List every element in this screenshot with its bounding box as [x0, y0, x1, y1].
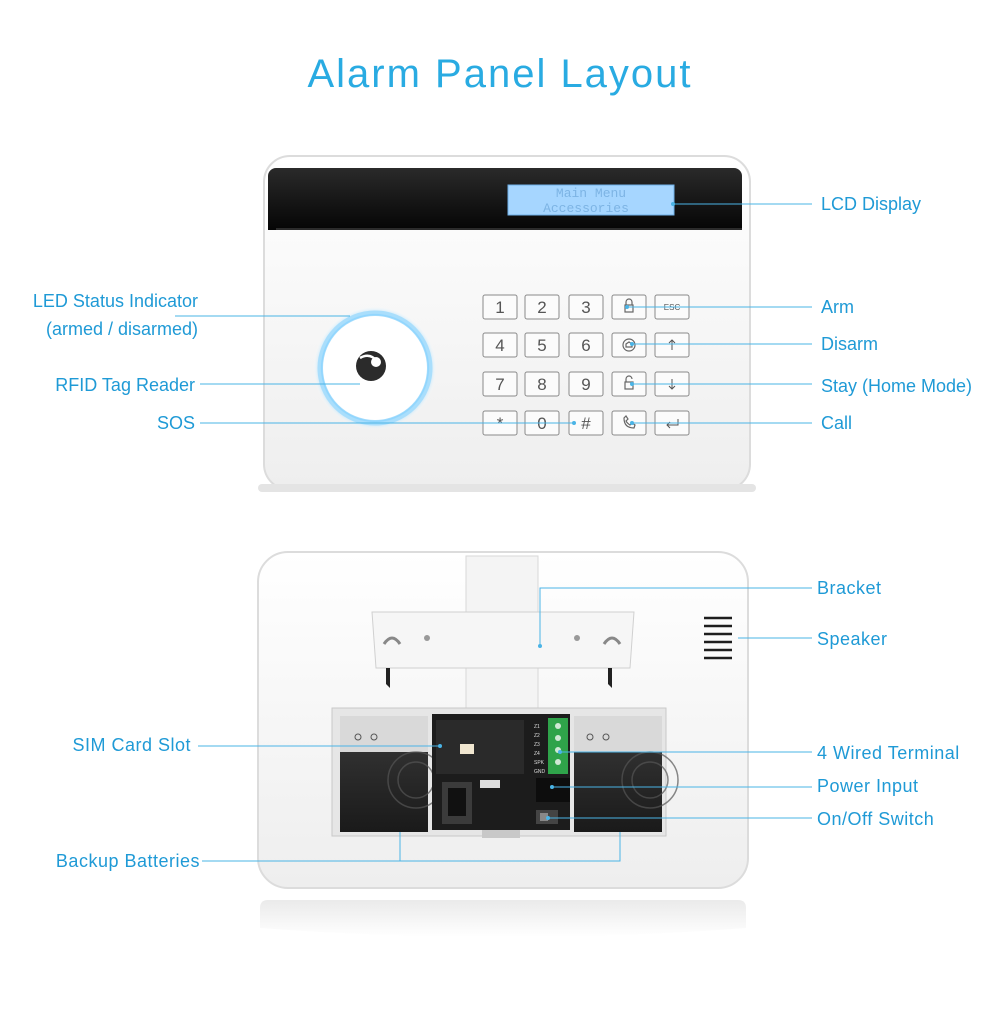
label-arm: Arm — [821, 297, 854, 317]
key-up-arrow[interactable] — [654, 332, 690, 358]
label-led-status-line2: (armed / disarmed) — [45, 319, 198, 339]
svg-text:4: 4 — [495, 336, 504, 355]
lcd-line-2: Accessories — [543, 201, 629, 216]
label-sim-slot: SIM Card Slot — [72, 735, 191, 755]
page-title: Alarm Panel Layout — [307, 52, 693, 96]
arrow-up-icon — [668, 339, 676, 350]
terminal-pin-label: Z3 — [534, 742, 540, 748]
terminal-pin-label: Z1 — [534, 724, 540, 730]
svg-text:9: 9 — [581, 375, 590, 394]
label-sos: SOS — [156, 413, 195, 433]
label-disarm: Disarm — [821, 334, 878, 354]
label-call: Call — [821, 413, 853, 433]
key-9[interactable]: 9 — [568, 371, 604, 397]
key-5[interactable]: 5 — [524, 332, 560, 358]
lock-icon — [624, 298, 634, 313]
back-panel — [257, 551, 749, 937]
label-lcd-display: LCD Display — [821, 194, 922, 214]
label-wired-terminal: 4 Wired Terminal — [817, 743, 960, 763]
svg-text:3: 3 — [581, 298, 590, 317]
label-backup-batteries: Backup Batteries — [55, 851, 200, 871]
back-leader-dots — [438, 644, 562, 820]
svg-text:8: 8 — [537, 375, 546, 394]
terminal-block — [548, 718, 568, 774]
svg-text:7: 7 — [495, 375, 504, 394]
front-leader-dots — [572, 202, 675, 425]
label-rfid-reader: RFID Tag Reader — [55, 375, 195, 395]
key-6[interactable]: 6 — [568, 332, 604, 358]
key-unlock-icon[interactable] — [611, 371, 647, 397]
svg-text:2: 2 — [537, 298, 546, 317]
power-jack — [536, 778, 570, 802]
lcd-screen — [507, 184, 675, 216]
svg-text:6: 6 — [581, 336, 590, 355]
terminal-pin-label: Z2 — [534, 733, 540, 739]
key-2[interactable]: 2 — [524, 294, 560, 320]
terminal-pin-label: GND — [534, 769, 546, 775]
key-1[interactable]: 1 — [482, 294, 518, 320]
key-7[interactable]: 7 — [482, 371, 518, 397]
key-4[interactable]: 4 — [482, 332, 518, 358]
svg-text:#: # — [581, 414, 591, 433]
key-8[interactable]: 8 — [524, 371, 560, 397]
key-hash[interactable]: # — [568, 410, 604, 436]
label-bracket: Bracket — [817, 578, 882, 598]
label-stay: Stay (Home Mode) — [821, 376, 973, 396]
terminal-pin-label: SPK — [534, 760, 545, 766]
label-power-input: Power Input — [817, 776, 919, 796]
svg-text:5: 5 — [537, 336, 546, 355]
label-on-off-switch: On/Off Switch — [817, 809, 935, 829]
phone-icon — [623, 415, 636, 429]
key-3[interactable]: 3 — [568, 294, 604, 320]
key-home-icon[interactable] — [611, 332, 647, 358]
lcd-line-1: Main Menu — [556, 186, 626, 201]
terminal-pin-label: Z4 — [534, 751, 540, 757]
label-speaker: Speaker — [817, 629, 888, 649]
speaker-grille — [704, 616, 732, 660]
front-leader-lines — [175, 203, 812, 424]
back-leader-lines — [198, 587, 812, 862]
label-led-status-line1: LED Status Indicator — [32, 291, 198, 311]
bracket-plate — [371, 611, 635, 669]
svg-text:1: 1 — [495, 298, 504, 317]
front-panel — [258, 155, 756, 492]
